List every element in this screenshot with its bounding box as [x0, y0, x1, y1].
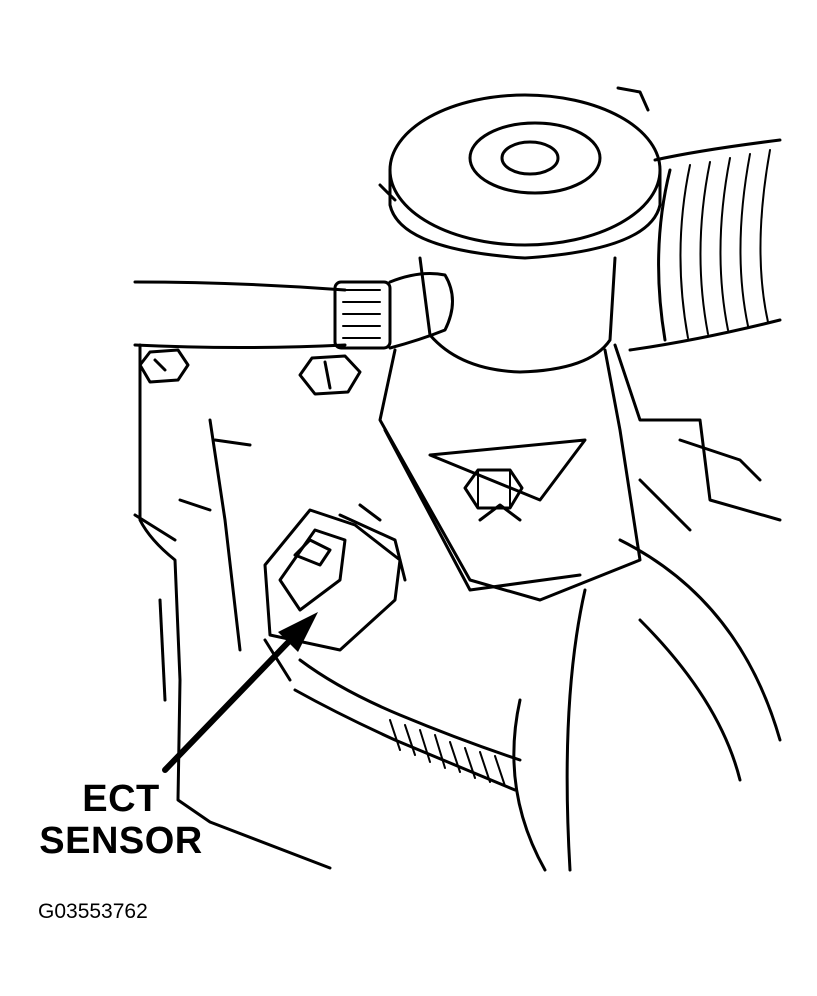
- block-bolt: [138, 348, 190, 384]
- air-duct: [628, 138, 782, 352]
- callout-line-1: ECT: [82, 778, 160, 820]
- upper-hose: [133, 272, 454, 350]
- pointer-arrow: [162, 612, 318, 773]
- hose-bolt: [298, 354, 362, 396]
- figure-id: G03553762: [38, 900, 148, 923]
- lower-hose: [512, 538, 782, 872]
- engine-block: [133, 343, 332, 870]
- callout-line-2: SENSOR: [39, 820, 203, 862]
- sensor-harness: [263, 638, 522, 792]
- thermostat-housing: [378, 256, 642, 602]
- housing-bolt: [463, 468, 524, 510]
- radiator-cap: [378, 86, 662, 260]
- right-block: [613, 343, 782, 532]
- ect-sensor-callout: ECT SENSOR: [36, 778, 206, 862]
- ect-sensor-connector: [263, 503, 407, 652]
